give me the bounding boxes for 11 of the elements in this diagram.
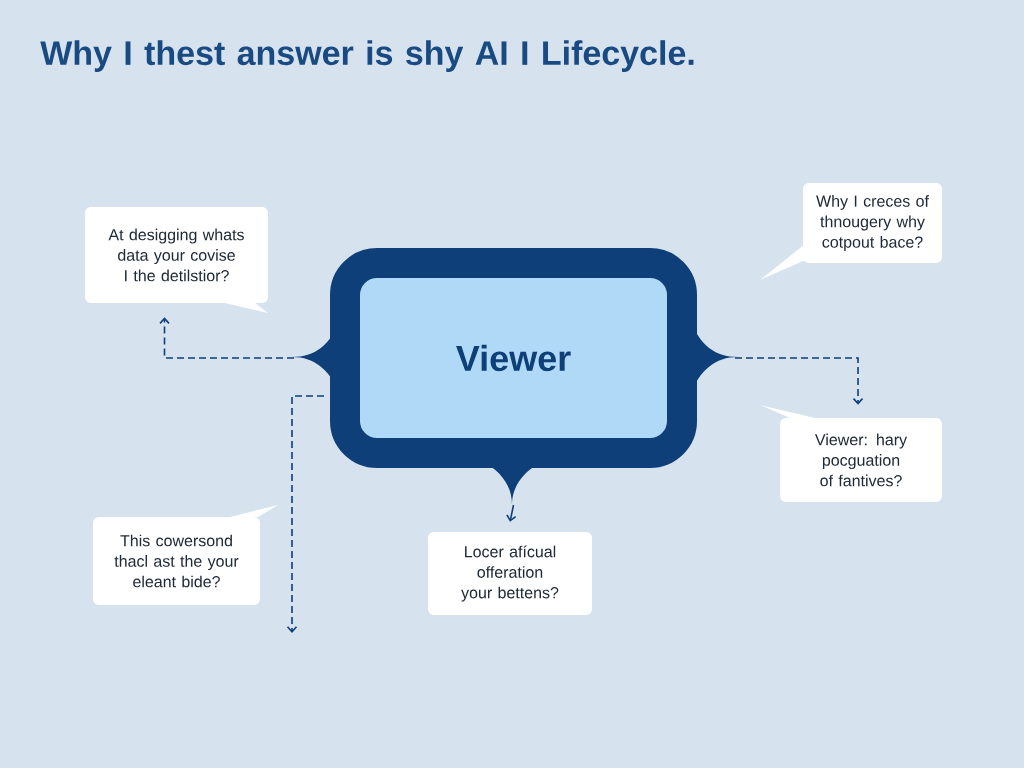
central-box: Viewer [292,248,738,505]
arrow [286,395,325,633]
title: Why I thest answer is shy AI I Lifecycle. [40,40,694,72]
arrow [159,317,295,359]
speech-bubble: This cowersond thacl ast the your eleant bide? [93,505,278,605]
speech-bubble: Viewer: hary pocguation of fantives? [760,405,942,502]
speech-bubble: Why I creces of thnougery why cotpout bace? [760,183,942,280]
speech-bubble: Locer afícual offeration your bettens? [428,532,592,615]
arrow [734,357,864,405]
arrow [506,504,517,522]
speech-bubble: At desigging whats data your covise I the detilstior? [85,207,268,313]
